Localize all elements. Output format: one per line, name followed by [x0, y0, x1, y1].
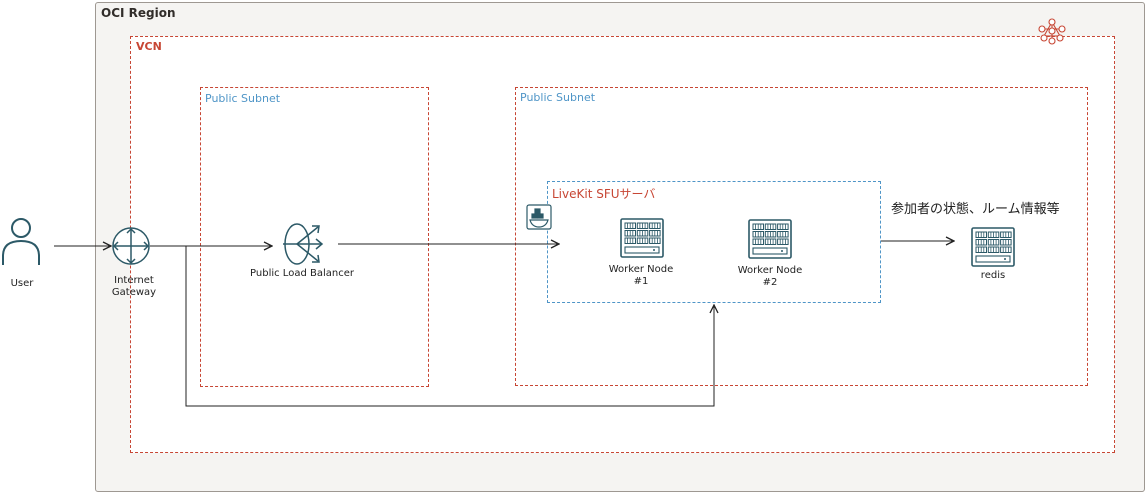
connectors — [54, 241, 954, 407]
load-balancer-icon — [283, 223, 324, 265]
user-label: User — [10, 278, 34, 289]
redis-label: redis — [980, 270, 1006, 281]
internet-gateway-icon — [112, 227, 150, 265]
vcn-label: VCN — [136, 40, 162, 53]
public-subnet-1 — [200, 87, 429, 387]
server-icon — [748, 219, 792, 259]
public-subnet-2-label: Public Subnet — [520, 91, 596, 104]
load-balancer-label: Public Load Balancer — [250, 268, 354, 279]
public-subnet-1-label: Public Subnet — [205, 92, 281, 105]
worker-node-1-label: Worker Node #1 — [608, 264, 674, 287]
edge-gateway-to-worker2 — [185, 246, 714, 407]
server-icon — [971, 227, 1015, 267]
internet-gateway-label: Internet Gateway — [111, 275, 157, 298]
livekit-sfu-label: LiveKit SFUサーバ — [552, 187, 656, 201]
worker-node-2-label: Worker Node #2 — [737, 265, 803, 288]
livekit-sfu-group — [547, 181, 881, 303]
container-icon — [526, 204, 552, 230]
oci-region-label: OCI Region — [101, 6, 176, 20]
server-icon — [620, 218, 664, 258]
user-icon — [2, 218, 40, 265]
region-icon — [1038, 18, 1066, 45]
redis-edge-label: 参加者の状態、ルーム情報等 — [891, 202, 1060, 217]
